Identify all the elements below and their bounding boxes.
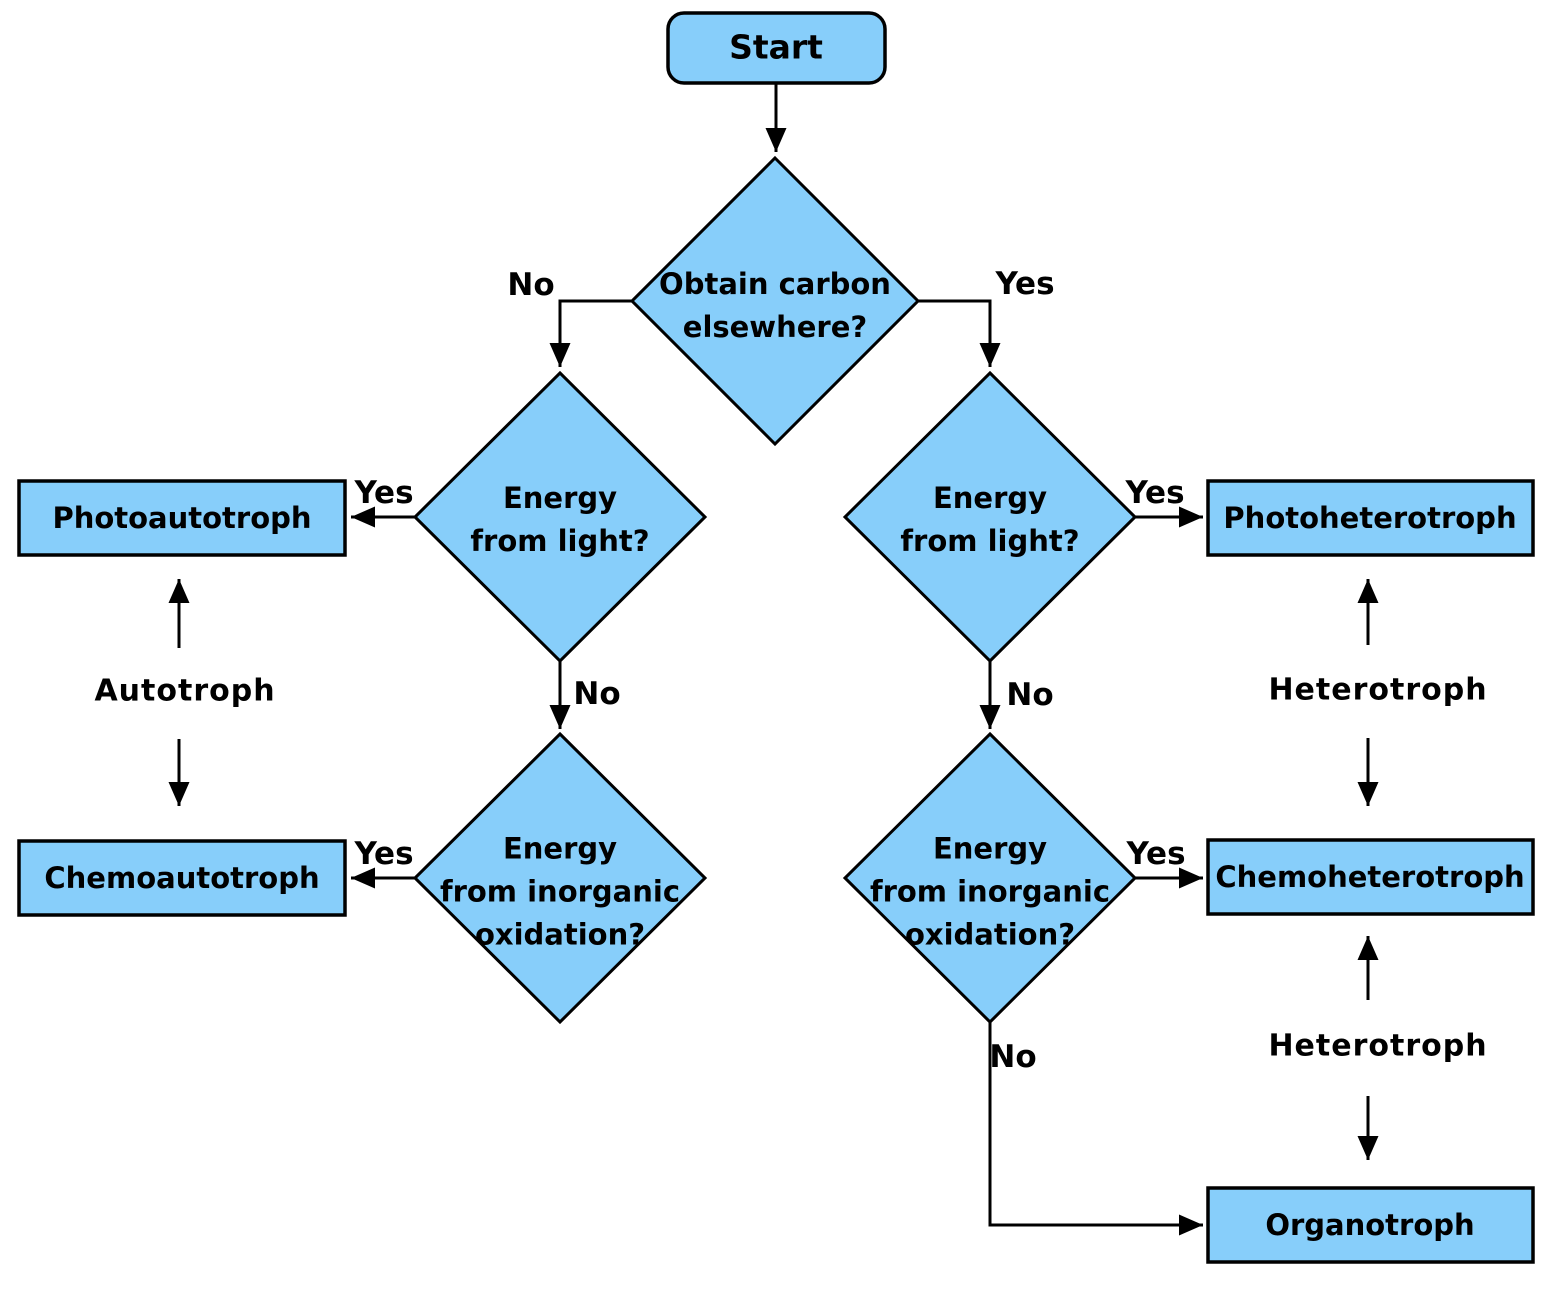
edge-label-light-right-yes: Yes [1125,475,1185,511]
organotroph-node-label: Organotroph [1265,1208,1475,1242]
decision-inorganic-left-label: Energy from inorganic oxidation? [440,828,680,957]
chemoautotroph-node-label: Chemoautotroph [44,861,320,895]
decision-light-right-line1: Energy [932,481,1048,515]
decision-light-left-line1: Energy [502,481,618,515]
decision-light-left-label: Energy from light? [470,477,649,563]
decision-inorganic-left-line3: oxidation? [474,917,646,952]
edge-carbon-no [549,299,632,367]
decision-inorganic-left-shape [412,731,708,1025]
decision-light-left-line2: from light? [470,524,650,558]
decision-inorganic-right-line1: Energy [932,831,1048,866]
decision-light-left-shape [412,370,708,664]
decision-carbon-line2: elsewhere? [682,310,868,344]
decision-light-right-shape [842,370,1138,664]
decision-inorganic-right-label: Energy from inorganic oxidation? [870,828,1110,957]
organotroph-node-shape [1206,1186,1535,1264]
decision-light-right-label: Energy from light? [900,477,1079,563]
edge-label-inorganic-left-yes: Yes [354,836,414,872]
decision-light-right-line2: from light? [900,524,1080,558]
group-label-heterotroph-bottom: Heterotroph [1268,1028,1488,1064]
decision-inorganic-left-line2: from inorganic [439,874,681,909]
photoautotroph-node-shape [17,479,347,557]
photoheterotroph-node-shape [1206,479,1535,557]
edge-label-carbon-no: No [507,267,555,303]
decision-inorganic-right-line2: from inorganic [869,874,1111,909]
edge-inorganic-right-no [988,1022,1203,1236]
edge-label-inorganic-right-no: No [989,1039,1037,1075]
edge-label-light-right-no: No [1006,677,1054,713]
edge-label-light-left-no: No [573,676,621,712]
chemoautotroph-node-shape [17,839,347,917]
photoheterotroph-node-label: Photoheterotroph [1223,501,1517,535]
decision-inorganic-right-shape [842,731,1138,1025]
photoautotroph-node-label: Photoautotroph [52,501,312,535]
edge-label-carbon-yes: Yes [995,266,1055,302]
start-node-shape [666,11,887,85]
group-label-heterotroph-top: Heterotroph [1268,672,1488,708]
edge-label-inorganic-right-yes: Yes [1126,836,1186,872]
decision-carbon-line1: Obtain carbon [659,267,891,301]
decision-carbon-label: Obtain carbon elsewhere? [659,263,891,349]
edge-label-light-left-yes: Yes [354,475,414,511]
edge-carbon-yes [918,299,1001,367]
group-label-autotroph: Autotroph [94,673,276,709]
decision-inorganic-left-line1: Energy [502,831,618,866]
chemoheterotroph-node-label: Chemoheterotroph [1215,860,1525,894]
start-node-label: Start [729,27,823,67]
decision-carbon-shape [629,155,921,447]
chemoheterotroph-node-shape [1206,838,1535,916]
decision-inorganic-right-line3: oxidation? [904,917,1076,952]
